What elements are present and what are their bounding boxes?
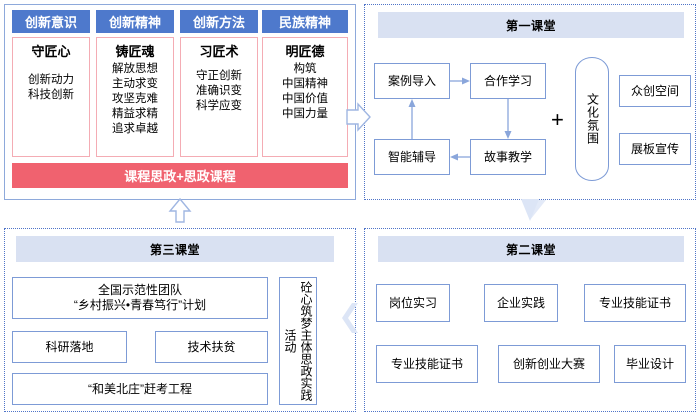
ideology-column-header-3: 民族精神 bbox=[262, 10, 348, 33]
plus-sign: + bbox=[551, 107, 564, 132]
arrow-down-icon bbox=[522, 200, 546, 220]
ideology-card-title-3: 明匠德 bbox=[285, 44, 325, 59]
ideology-card-title-1: 铸匠魂 bbox=[115, 44, 155, 59]
ideology-banner: 课程思政+思政课程 bbox=[12, 163, 348, 188]
classroom-three-item-0: 全国示范性团队 “乡村振兴•青春笃行”计划 bbox=[12, 277, 268, 319]
culture-atmosphere-label: 文化氛围 bbox=[585, 93, 600, 145]
classroom-one-cycle-2: 故事教学 bbox=[470, 139, 546, 175]
ideology-card-body-3: 构筑 中国精神 中国价值 中国力量 bbox=[282, 63, 328, 120]
classroom-two-header: 第二课堂 bbox=[378, 236, 684, 262]
ideology-card-body-2: 守正创新 准确识变 科学应变 bbox=[196, 70, 242, 112]
classroom-one-cycle-3: 智能辅导 bbox=[374, 139, 450, 175]
ideology-column-header-1: 创新精神 bbox=[96, 10, 174, 33]
classroom-two-item-1: 企业实践 bbox=[484, 284, 558, 322]
classroom-one-header: 第一课堂 bbox=[378, 12, 684, 38]
ideology-card-body-1: 解放思想 主动求变 攻坚克难 精益求精 追求卓越 bbox=[112, 63, 158, 135]
ideology-card-body-0: 创新动力 科技创新 bbox=[28, 74, 74, 101]
classroom-one-cycle-0: 案例导入 bbox=[374, 63, 450, 99]
classroom-two-item-3: 专业技能证书 bbox=[376, 345, 478, 383]
classroom-three-header: 第三课堂 bbox=[16, 236, 334, 262]
ideology-card-3: 明匠德 构筑 中国精神 中国价值 中国力量 bbox=[262, 37, 348, 157]
arrow-down-icon-body bbox=[521, 199, 539, 221]
classroom-two-item-0: 岗位实习 bbox=[376, 284, 450, 322]
ideology-card-title-0: 守匠心 bbox=[31, 44, 71, 59]
ideology-card-1: 铸匠魂 解放思想 主动求变 攻坚克难 精益求精 追求卓越 bbox=[96, 37, 174, 157]
ideology-column-header-0: 创新意识 bbox=[12, 10, 90, 33]
classroom-two-item-4: 创新创业大赛 bbox=[498, 345, 600, 383]
classroom-three-item-3: “和美北庄”赶考工程 bbox=[12, 373, 268, 405]
classroom-three-item-2: 技术扶贫 bbox=[155, 331, 268, 363]
ideology-column-header-2: 创新方法 bbox=[180, 10, 258, 33]
classroom-two-item-2: 专业技能证书 bbox=[584, 284, 686, 322]
classroom-one-cycle-1: 合作学习 bbox=[470, 63, 546, 99]
classroom-one-side-box-0: 众创空间 bbox=[619, 75, 691, 107]
ideology-card-0: 守匠心 创新动力 科技创新 bbox=[12, 37, 90, 157]
classroom-one-side-box-1: 展板宣传 bbox=[619, 133, 691, 165]
classroom-three-item-1: 科研落地 bbox=[12, 331, 127, 363]
culture-atmosphere-capsule: 文化氛围 bbox=[575, 57, 609, 181]
ideology-card-title-2: 习匠术 bbox=[199, 44, 239, 59]
classroom-two-item-5: 毕业设计 bbox=[614, 345, 686, 383]
classroom-three-side-label: 砼心筑梦主体思政实践活动 bbox=[283, 281, 313, 401]
arrow-up-icon bbox=[168, 197, 192, 223]
ideology-card-2: 习匠术 守正创新 准确识变 科学应变 bbox=[180, 37, 258, 157]
classroom-three-side-box: 砼心筑梦主体思政实践活动 bbox=[279, 277, 317, 405]
